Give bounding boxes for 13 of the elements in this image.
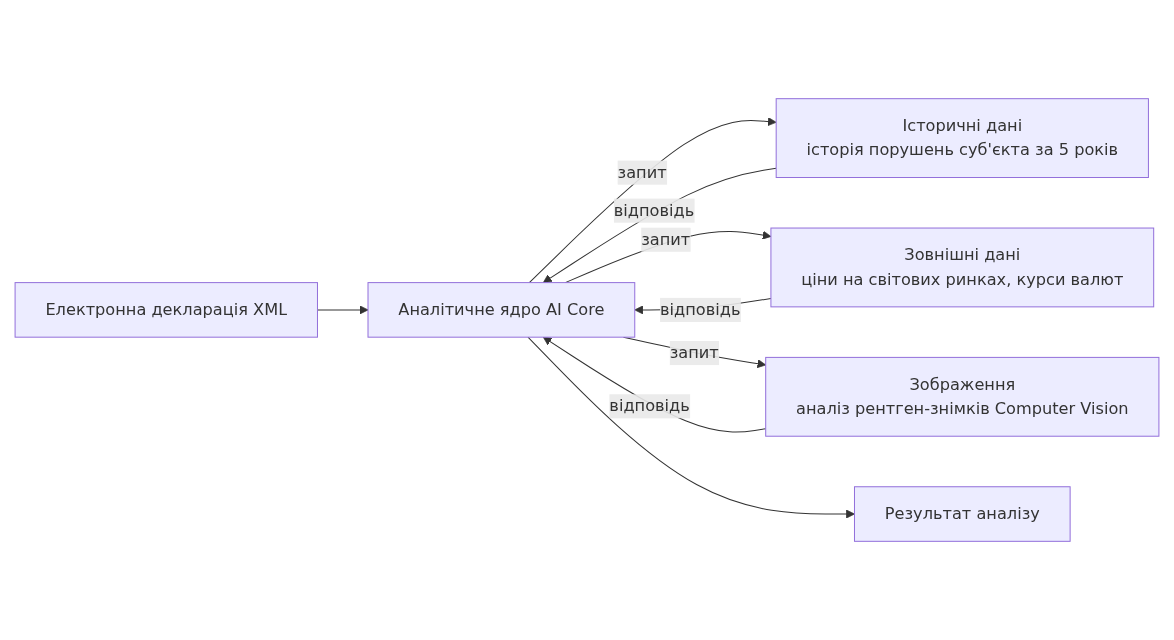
node-box: Результат аналізу (854, 486, 1071, 542)
node-box: Історичні дані історія порушень суб'єкта за 5 років (775, 98, 1149, 178)
node-box: Зображення аналіз рентген-знімків Computer Vision (765, 356, 1160, 437)
arrow (527, 336, 855, 519)
edge-label: запит (617, 162, 667, 182)
edge-label: відповідь (609, 396, 690, 416)
edge-label: запит (669, 342, 719, 363)
node-box: Зовнішні дані ціни на світових ринках, курси валют (770, 227, 1155, 308)
edge-label: відповідь (660, 299, 741, 319)
node-box: Аналітичне ядро AI Core (367, 282, 636, 338)
edge-label: відповідь (613, 200, 695, 220)
edge-label: запит (641, 229, 691, 249)
node-box: Електронна декларація XML (14, 282, 318, 338)
